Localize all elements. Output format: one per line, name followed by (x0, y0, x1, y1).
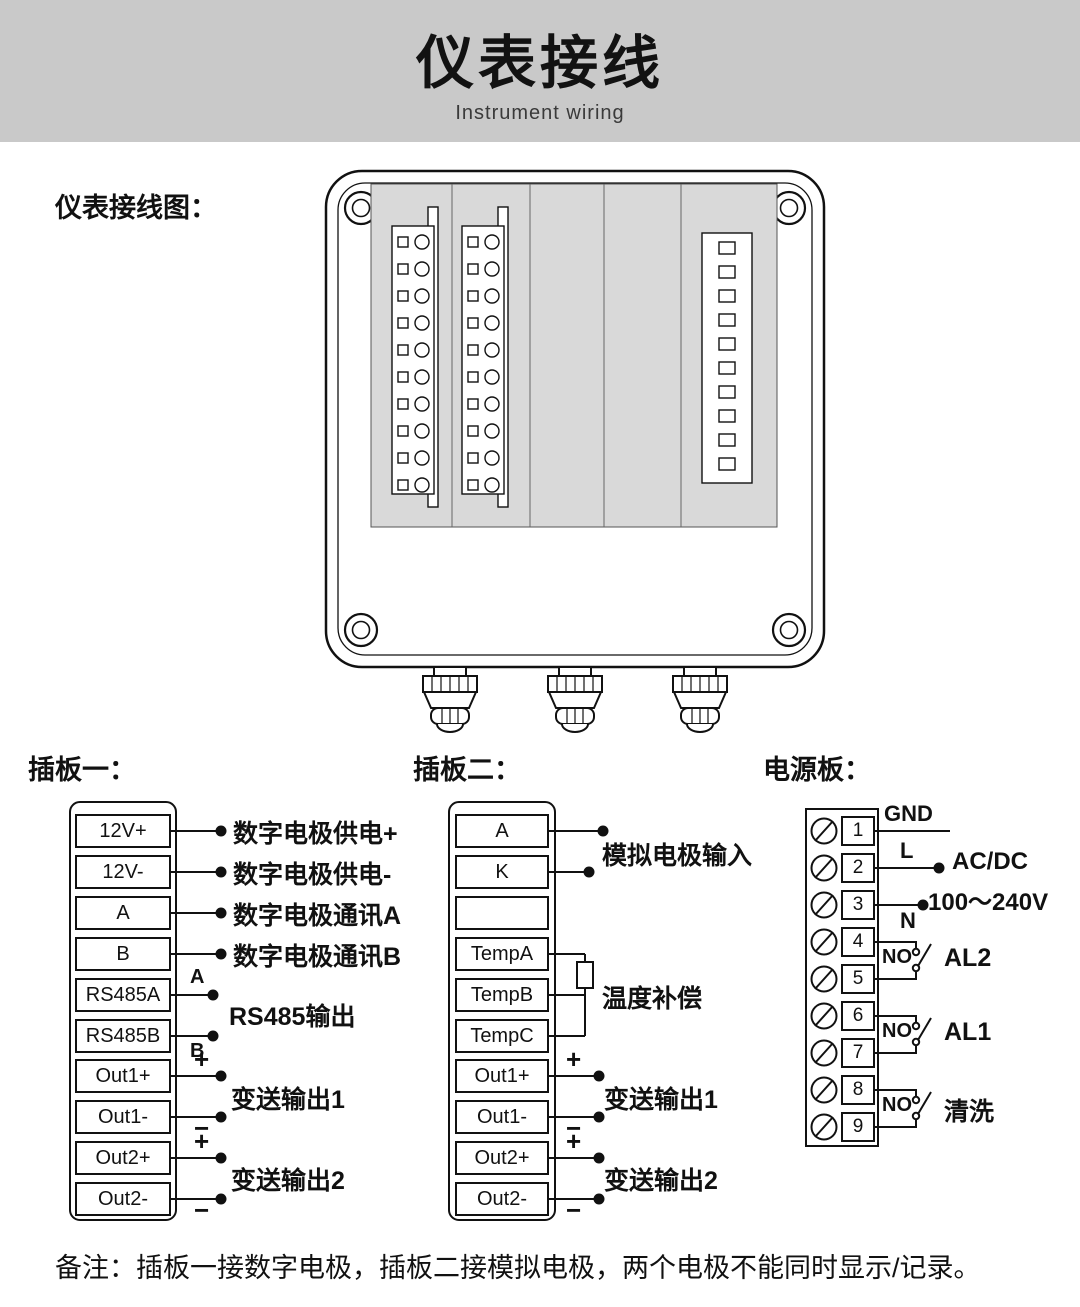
power-terminal-number: 4 (841, 927, 875, 957)
power-terminal-number: 1 (841, 816, 875, 846)
no-contact-label: NO (882, 946, 912, 968)
board2-terminal: Out1- (455, 1100, 549, 1134)
power-terminal-number: 7 (841, 1038, 875, 1068)
board1-label-comm-b: 数字电极通讯B (233, 943, 402, 971)
board1-terminal: B (75, 937, 171, 971)
board1-title: 插板一： (28, 755, 136, 785)
power-terminal-number: 2 (841, 853, 875, 883)
power-board-title: 电源板： (763, 755, 871, 785)
screw-terminal-icons (810, 817, 838, 1141)
plus-sign: + (194, 1126, 210, 1156)
power-board-wires (805, 808, 950, 1147)
board1-label-out1: 变送输出1 (231, 1086, 345, 1114)
board2-terminal: TempC (455, 1019, 549, 1053)
no-contact-label: NO (882, 1020, 912, 1042)
board2-label-temp-comp: 温度补偿 (602, 985, 703, 1013)
board1-terminal: Out1+ (75, 1059, 171, 1093)
power-terminal-number: 6 (841, 1001, 875, 1031)
board2-terminal: Out2- (455, 1182, 549, 1216)
power-label-acdc: AC/DC (952, 848, 1028, 875)
board2-strip (461, 206, 509, 508)
board1-terminal: Out1- (75, 1100, 171, 1134)
diagram-caption: 仪表接线图： (55, 193, 217, 223)
board1-label-rs485: RS485输出 (229, 1003, 356, 1031)
board2-terminal: Out1+ (455, 1059, 549, 1093)
board1-rs485-b-tag: B (190, 1040, 205, 1062)
board1-terminal: 12V- (75, 855, 171, 889)
power-label-live: L (900, 838, 914, 863)
board2-label-out1: 变送输出1 (604, 1086, 718, 1114)
board1-terminal: RS485B (75, 1019, 171, 1053)
board2-terminal (455, 896, 549, 930)
relay-al2-icon (875, 941, 932, 980)
board2-label-out2: 变送输出2 (604, 1167, 718, 1195)
plus-sign: + (194, 1044, 210, 1074)
board1-terminal: A (75, 896, 171, 930)
board1-label-out2: 变送输出2 (231, 1167, 345, 1195)
power-terminal-number: 5 (841, 964, 875, 994)
board1-terminal: Out2+ (75, 1141, 171, 1175)
minus-sign: − (566, 1113, 582, 1143)
board2-label-analog-input: 模拟电极输入 (602, 842, 753, 870)
header-band: 仪表接线 Instrument wiring (0, 0, 1080, 142)
power-label-gnd: GND (884, 801, 933, 826)
minus-sign: − (194, 1113, 210, 1143)
corner-screw-icons (343, 190, 807, 648)
board1-strip (391, 206, 439, 508)
board1-terminal: RS485A (75, 978, 171, 1012)
no-contact-label: NO (882, 1094, 912, 1116)
page-title: 仪表接线 (415, 31, 664, 96)
board1-terminal: 12V+ (75, 814, 171, 848)
board2-terminal: TempA (455, 937, 549, 971)
relay-clean-icon (875, 1089, 932, 1128)
page-subtitle: Instrument wiring (455, 102, 625, 124)
board1-label-supply-plus: 数字电极供电+ (233, 820, 398, 848)
enclosure-drawing (324, 169, 826, 733)
cable-gland-icons (422, 666, 728, 733)
board2-title: 插板二： (413, 755, 521, 785)
power-label-al2: AL2 (944, 944, 992, 972)
board2-terminal: A (455, 814, 549, 848)
board1-rs485-a-tag: A (190, 966, 205, 988)
board1-label-supply-minus: 数字电极供电- (233, 861, 392, 889)
power-label-neutral: N (900, 908, 916, 933)
board2-terminal: TempB (455, 978, 549, 1012)
power-terminal-number: 9 (841, 1112, 875, 1142)
power-terminal-number: 3 (841, 890, 875, 920)
power-terminal-number: 8 (841, 1075, 875, 1105)
board1-label-comm-a: 数字电极通讯A (233, 902, 402, 930)
power-label-voltage: 100～240V (928, 889, 1049, 916)
plus-sign: + (566, 1126, 582, 1156)
board2-terminal: Out2+ (455, 1141, 549, 1175)
board1-terminal: Out2- (75, 1182, 171, 1216)
power-label-clean: 清洗 (944, 1098, 995, 1126)
power-strip (701, 232, 753, 484)
resistor-icon (576, 961, 594, 989)
power-label-al1: AL1 (944, 1018, 992, 1046)
minus-sign: − (194, 1195, 210, 1225)
board2-terminal: K (455, 855, 549, 889)
footnote: 备注：插板一接数字电极，插板二接模拟电极，两个电极不能同时显示/记录。 (55, 1253, 981, 1283)
plus-sign: + (566, 1044, 582, 1074)
minus-sign: − (566, 1195, 582, 1225)
relay-al1-icon (875, 1015, 932, 1054)
